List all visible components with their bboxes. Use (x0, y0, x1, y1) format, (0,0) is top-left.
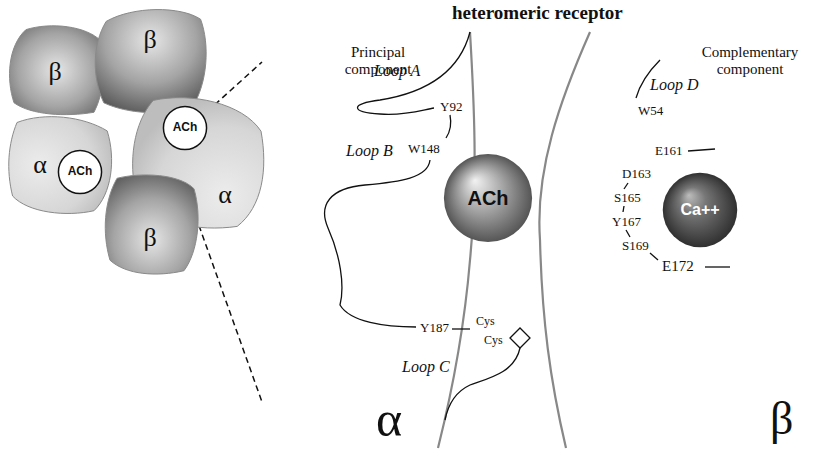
subunit-label: α (33, 151, 47, 180)
circle-outline (58, 150, 101, 193)
residue-tick (623, 206, 624, 212)
ligand-label: ACh (173, 121, 198, 134)
loop-c (445, 348, 520, 420)
subunit-letter: β (770, 394, 793, 445)
beta-boundary (539, 32, 590, 448)
subunit-label: α (218, 181, 232, 210)
residue-tick (626, 230, 630, 237)
residue-tick (705, 266, 730, 267)
residue-label: Cys (484, 334, 503, 347)
subunit-letter: α (376, 392, 402, 447)
subunit-label: β (48, 58, 61, 87)
ach-binding-site: ACh (163, 106, 207, 150)
loop-label: Loop D (650, 76, 698, 94)
residue-label: E161 (655, 144, 682, 158)
residue-label: Y92 (440, 100, 462, 114)
loop-label: Loop B (346, 142, 393, 160)
residue-label: W54 (638, 104, 663, 118)
circle-outline (163, 106, 206, 149)
beta-subunit: β (6, 22, 106, 117)
ion-label: Ca++ (680, 201, 719, 219)
ligand-label: ACh (68, 165, 93, 178)
residue-label: Y167 (612, 215, 641, 229)
loop-label: Loop A (374, 62, 420, 80)
ligand-label: ACh (467, 187, 508, 209)
subunit-label: β (143, 224, 156, 253)
residue-label: S169 (622, 239, 649, 253)
residue-label: E172 (662, 258, 694, 275)
loop-label: Loop C (402, 358, 450, 376)
subunit-outline (105, 175, 198, 274)
calcium-sphere: Ca++ (662, 172, 738, 248)
subunit-boundaries (438, 32, 590, 448)
subunit-outline (9, 117, 112, 214)
ach-sphere: ACh (443, 153, 533, 243)
figure-title: heteromeric receptor (452, 3, 623, 24)
residue-label: W148 (408, 142, 440, 156)
residue-tick (688, 149, 715, 151)
residue-label: S165 (614, 191, 641, 205)
subunit-outline (10, 26, 104, 115)
circle-outline (444, 154, 532, 242)
residue-label: Cys (476, 315, 495, 328)
disulfide-bridge (510, 328, 530, 348)
component-heading: Complementary component (690, 44, 810, 77)
residue-tick (624, 183, 628, 189)
loop-segment (452, 328, 470, 329)
subunit-outline (95, 10, 206, 113)
loop-b (325, 160, 430, 327)
residue-label: Y187 (420, 321, 449, 335)
residue-label: D163 (622, 167, 651, 181)
circle-outline (663, 173, 737, 247)
beta-subunit: β (102, 172, 202, 277)
loop-segment (446, 115, 451, 138)
ach-binding-site: ACh (58, 150, 102, 194)
residue-tick (650, 253, 658, 260)
subunit-label: β (143, 26, 156, 55)
